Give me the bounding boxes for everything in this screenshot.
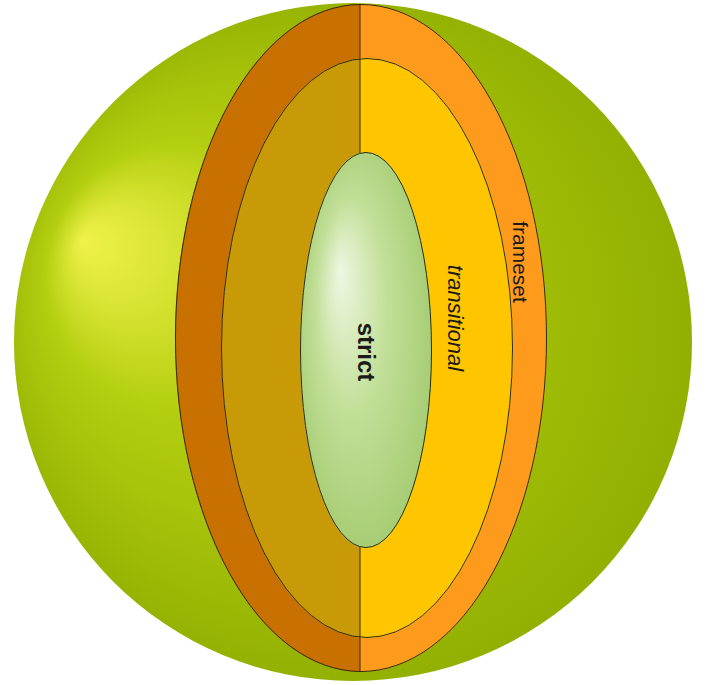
layer-label: frameset (510, 221, 531, 303)
frameset-band: frameset transitional strict (175, 4, 547, 672)
ellipse-border (176, 5, 547, 672)
layer-label: transitional (444, 265, 466, 371)
core-fill (300, 152, 432, 548)
ellipse-border (222, 59, 513, 638)
layer-label: strict (354, 323, 378, 382)
sphere-body (14, 3, 692, 681)
transitional-band: transitional strict (221, 58, 513, 638)
strict-core: strict (300, 152, 432, 548)
ellipse-border (301, 153, 432, 548)
